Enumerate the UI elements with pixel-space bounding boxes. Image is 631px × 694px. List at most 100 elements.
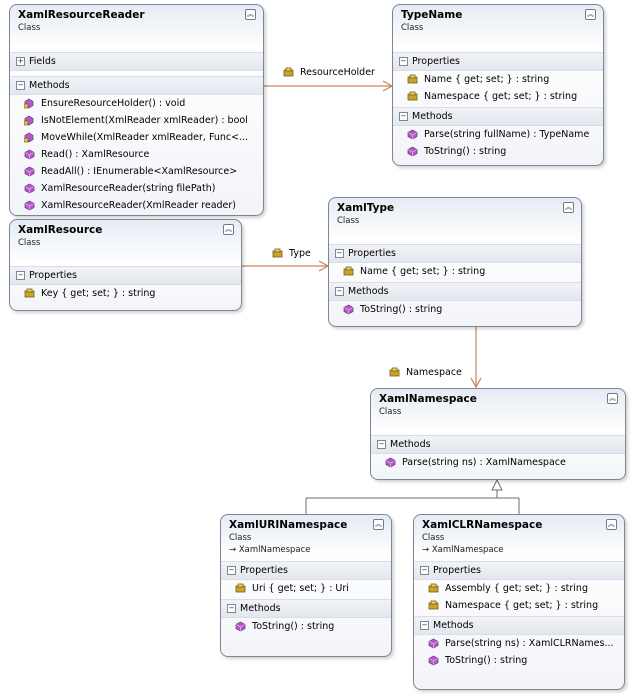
chevron-up-icon[interactable]: ︽ <box>563 202 574 213</box>
private-method-icon <box>24 132 34 143</box>
method-item[interactable]: Read() : XamlResource <box>10 146 263 163</box>
method-signature: ReadAll() : IEnumerable<XamlResource> <box>41 166 238 177</box>
base-class-reference: → XamlNamespace <box>221 544 391 556</box>
method-item[interactable]: XamlResourceReader(XmlReader reader) <box>10 197 263 214</box>
class-header: XamlResource Class ︽ <box>10 220 241 254</box>
section-label: Methods <box>433 620 474 631</box>
class-xamlresource[interactable]: XamlResource Class ︽ −Properties Key { g… <box>9 219 242 311</box>
method-item[interactable]: EnsureResourceHolder() : void <box>10 95 263 112</box>
method-item[interactable]: ReadAll() : IEnumerable<XamlResource> <box>10 163 263 180</box>
private-method-icon <box>24 115 34 126</box>
section-header-properties[interactable]: −Properties <box>221 561 391 580</box>
class-kind: Class <box>18 23 41 33</box>
property-icon <box>428 600 439 610</box>
method-icon <box>385 457 396 468</box>
chevron-up-icon[interactable]: ︽ <box>245 9 256 20</box>
section-header-properties[interactable]: −Properties <box>329 244 581 263</box>
method-icon <box>24 200 35 211</box>
section-header-methods[interactable]: −Methods <box>371 435 625 454</box>
collapse-section-icon[interactable]: − <box>16 81 25 90</box>
collapse-section-icon[interactable]: − <box>335 249 344 258</box>
method-icon <box>428 655 439 666</box>
collapse-section-icon[interactable]: − <box>227 604 236 613</box>
method-item[interactable]: Parse(string fullName) : TypeName <box>393 126 603 143</box>
collapse-section-icon[interactable]: − <box>399 112 408 121</box>
section-label: Properties <box>433 565 482 576</box>
collapse-section-icon[interactable]: − <box>420 621 429 630</box>
method-item[interactable]: ToString() : string <box>393 143 603 160</box>
inherits-arrow-icon: → <box>422 545 430 555</box>
class-name: XamlType <box>337 202 395 214</box>
chevron-up-icon[interactable]: ︽ <box>606 519 617 530</box>
class-header: XamlURINamespace Class ︽ <box>221 515 391 546</box>
property-item[interactable]: Uri { get; set; } : Uri <box>221 580 391 597</box>
class-xamlresourcereader[interactable]: XamlResourceReader Class ︽ + Fields −Meth… <box>9 4 264 216</box>
property-item[interactable]: Name { get; set; } : string <box>393 71 603 88</box>
section-header-methods[interactable]: −Methods <box>393 107 603 126</box>
collapse-section-icon[interactable]: − <box>227 566 236 575</box>
class-xamlclrnamespace[interactable]: XamlCLRNamespace Class ︽ → XamlNamespace… <box>413 514 625 690</box>
property-icon <box>343 266 354 276</box>
property-icon <box>407 74 418 84</box>
property-signature: Name { get; set; } : string <box>360 266 486 277</box>
class-typename[interactable]: TypeName Class ︽ −Properties Name { get;… <box>392 4 604 166</box>
association-name: Namespace <box>406 367 462 378</box>
section-header-methods[interactable]: −Methods <box>329 282 581 301</box>
property-icon <box>283 67 294 77</box>
method-item[interactable]: XamlResourceReader(string filePath) <box>10 180 263 197</box>
method-signature: ToString() : string <box>445 655 528 666</box>
method-signature: MoveWhile(XmlReader xmlReader, Func<... <box>41 132 249 143</box>
class-kind: Class <box>337 216 360 226</box>
class-xamlnamespace[interactable]: XamlNamespace Class ︽ −Methods Parse(str… <box>370 388 626 480</box>
method-icon <box>343 304 354 315</box>
method-icon <box>407 129 418 140</box>
chevron-up-icon[interactable]: ︽ <box>585 9 596 20</box>
section-header-methods[interactable]: −Methods <box>414 616 624 635</box>
private-method-icon <box>24 98 34 109</box>
method-item[interactable]: IsNotElement(XmlReader xmlReader) : bool <box>10 112 263 129</box>
section-label: Methods <box>240 603 281 614</box>
collapse-section-icon[interactable]: − <box>377 440 386 449</box>
class-xamlurinamespace[interactable]: XamlURINamespace Class ︽ → XamlNamespace… <box>220 514 392 657</box>
class-name: XamlResourceReader <box>18 9 145 21</box>
method-item[interactable]: ToString() : string <box>414 652 624 669</box>
method-item[interactable]: ToString() : string <box>329 301 581 318</box>
section-header-properties[interactable]: −Properties <box>393 52 603 71</box>
section-header-methods[interactable]: −Methods <box>10 76 263 95</box>
method-icon <box>428 638 439 649</box>
property-item[interactable]: Name { get; set; } : string <box>329 263 581 280</box>
property-item[interactable]: Namespace { get; set; } : string <box>393 88 603 105</box>
collapse-section-icon[interactable]: − <box>420 566 429 575</box>
chevron-up-icon[interactable]: ︽ <box>607 393 618 404</box>
section-label: Methods <box>412 111 453 122</box>
chevron-up-icon[interactable]: ︽ <box>373 519 384 530</box>
chevron-up-icon[interactable]: ︽ <box>223 224 234 235</box>
class-name: XamlURINamespace <box>229 519 348 531</box>
property-icon <box>428 583 439 593</box>
method-icon <box>24 149 35 160</box>
association-namespace-arrowhead <box>470 377 482 389</box>
expand-icon[interactable]: + <box>16 57 25 66</box>
base-class-name: XamlNamespace <box>431 545 504 555</box>
collapse-section-icon[interactable]: − <box>16 271 25 280</box>
section-label: Fields <box>29 56 56 67</box>
method-item[interactable]: Parse(string ns) : XamlCLRNames... <box>414 635 624 652</box>
collapse-section-icon[interactable]: − <box>399 57 408 66</box>
property-item[interactable]: Key { get; set; } : string <box>10 285 241 302</box>
inherits-arrow-icon: → <box>229 545 237 555</box>
method-item[interactable]: MoveWhile(XmlReader xmlReader, Func<... <box>10 129 263 146</box>
class-kind: Class <box>229 533 252 543</box>
collapse-section-icon[interactable]: − <box>335 287 344 296</box>
section-label: Properties <box>240 565 289 576</box>
section-header-fields[interactable]: + Fields <box>10 52 263 71</box>
method-item[interactable]: Parse(string ns) : XamlNamespace <box>371 454 625 471</box>
class-xamltype[interactable]: XamlType Class ︽ −Properties Name { get;… <box>328 197 582 327</box>
class-name: TypeName <box>401 9 463 21</box>
section-label: Properties <box>348 248 397 259</box>
property-item[interactable]: Assembly { get; set; } : string <box>414 580 624 597</box>
property-item[interactable]: Namespace { get; set; } : string <box>414 597 624 614</box>
section-header-methods[interactable]: −Methods <box>221 599 391 618</box>
method-item[interactable]: ToString() : string <box>221 618 391 635</box>
section-header-properties[interactable]: −Properties <box>414 561 624 580</box>
section-header-properties[interactable]: −Properties <box>10 266 241 285</box>
